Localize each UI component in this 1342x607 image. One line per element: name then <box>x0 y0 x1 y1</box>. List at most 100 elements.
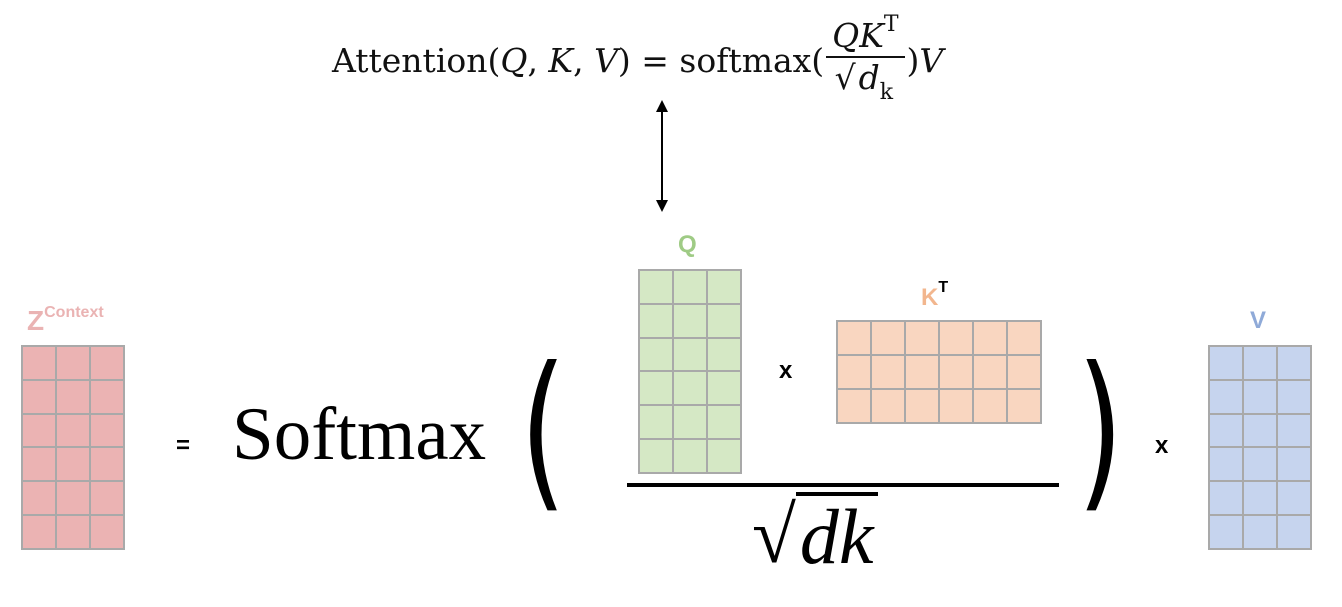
v-matrix-cell <box>1277 346 1311 380</box>
formula-close: ) <box>906 40 920 80</box>
q-matrix-cell <box>707 371 741 406</box>
q-label: Q <box>678 231 697 258</box>
formula-comma-2: , <box>573 40 595 80</box>
v-matrix-cell <box>1243 515 1277 549</box>
formula-den-d: d <box>858 57 880 97</box>
formula-den-k: k <box>879 79 894 105</box>
z-matrix-cell <box>90 379 124 414</box>
formula-num-k: K <box>859 16 884 56</box>
z-matrix-cell <box>56 447 90 482</box>
sqrt-dk: √dk <box>752 492 878 576</box>
kt-matrix-cell <box>871 355 905 389</box>
kt-label-group: KT <box>921 279 948 312</box>
close-paren: ) <box>1076 331 1124 529</box>
formula-fraction: QKT √dk <box>826 13 905 105</box>
kt-label: K <box>921 284 939 311</box>
v-matrix-cell <box>1209 481 1243 516</box>
q-matrix-cell <box>707 303 741 338</box>
kt-matrix-cell <box>973 321 1007 355</box>
z-matrix-cell <box>90 447 124 482</box>
formula-v: V <box>594 40 618 80</box>
kt-matrix-cell <box>939 321 973 355</box>
kt-matrix-cell <box>871 389 905 423</box>
v-matrix-cell <box>1209 413 1243 448</box>
z-matrix-cell <box>22 413 56 448</box>
equals-sign: = <box>176 432 191 459</box>
times-v: x <box>1155 432 1169 459</box>
q-matrix-cell <box>639 371 673 406</box>
z-matrix-cell <box>22 379 56 414</box>
q-matrix-cell <box>707 270 741 304</box>
z-matrix-cell <box>22 481 56 516</box>
formula-num-t: T <box>883 12 899 38</box>
v-matrix-cell <box>1209 515 1243 549</box>
q-matrix-cell <box>673 371 707 406</box>
v-matrix-cell <box>1209 346 1243 380</box>
sqrt-dk-text: dk <box>795 492 878 576</box>
v-matrix-cell <box>1243 481 1277 516</box>
kt-matrix-cell <box>973 355 1007 389</box>
z-matrix <box>21 345 125 550</box>
kt-matrix <box>836 320 1042 424</box>
kt-matrix-cell <box>905 389 939 423</box>
z-matrix-cell <box>56 515 90 549</box>
fraction-divider <box>627 483 1059 487</box>
q-matrix-cell <box>707 337 741 372</box>
z-superscript: Context <box>44 304 104 321</box>
double-arrow-icon <box>656 100 668 212</box>
z-label: Z <box>27 305 45 336</box>
z-matrix-cell <box>90 346 124 380</box>
kt-matrix-cell <box>837 321 871 355</box>
kt-superscript: T <box>938 279 949 296</box>
v-matrix <box>1208 345 1312 550</box>
q-matrix-cell <box>639 405 673 440</box>
formula-denominator: √dk <box>835 55 897 105</box>
kt-matrix-cell <box>905 321 939 355</box>
z-matrix-cell <box>22 447 56 482</box>
z-matrix-cell <box>22 346 56 380</box>
z-matrix-cell <box>90 413 124 448</box>
v-matrix-cell <box>1277 447 1311 482</box>
q-matrix-cell <box>639 337 673 372</box>
kt-matrix-cell <box>1007 389 1041 423</box>
formula-num-q: Q <box>832 16 860 56</box>
v-matrix-cell <box>1243 346 1277 380</box>
times-qk: x <box>779 357 793 384</box>
z-matrix-cell <box>56 346 90 380</box>
kt-matrix-cell <box>837 355 871 389</box>
q-matrix-cell <box>639 270 673 304</box>
formula-comma-1: , <box>527 40 549 80</box>
v-matrix-cell <box>1243 379 1277 414</box>
v-matrix-cell <box>1277 413 1311 448</box>
z-context-label: ZContext <box>27 304 104 337</box>
q-matrix-cell <box>673 337 707 372</box>
v-matrix-cell <box>1243 447 1277 482</box>
open-paren: ( <box>519 331 567 529</box>
z-matrix-cell <box>56 413 90 448</box>
kt-matrix-cell <box>939 355 973 389</box>
q-matrix-cell <box>673 439 707 473</box>
softmax-label: Softmax <box>232 393 487 476</box>
z-matrix-cell <box>56 379 90 414</box>
kt-matrix-cell <box>939 389 973 423</box>
q-matrix-cell <box>707 405 741 440</box>
v-matrix-cell <box>1277 379 1311 414</box>
formula-q: Q <box>500 40 528 80</box>
formula-lhs: Attention( <box>332 40 501 80</box>
v-matrix-cell <box>1209 379 1243 414</box>
v-label: V <box>1250 307 1267 334</box>
q-matrix-cell <box>639 439 673 473</box>
kt-matrix-cell <box>1007 321 1041 355</box>
formula-numerator: QKT <box>826 13 905 58</box>
formula-eq: ) = softmax( <box>617 40 825 80</box>
kt-matrix-cell <box>871 321 905 355</box>
z-matrix-cell <box>90 481 124 516</box>
v-matrix-cell <box>1209 447 1243 482</box>
v-matrix-cell <box>1243 413 1277 448</box>
v-matrix-cell <box>1277 515 1311 549</box>
q-matrix-cell <box>673 303 707 338</box>
formula-k: K <box>548 40 574 80</box>
v-matrix-cell <box>1277 481 1311 516</box>
q-matrix-cell <box>707 439 741 473</box>
sqrt-symbol: √ <box>752 492 796 580</box>
